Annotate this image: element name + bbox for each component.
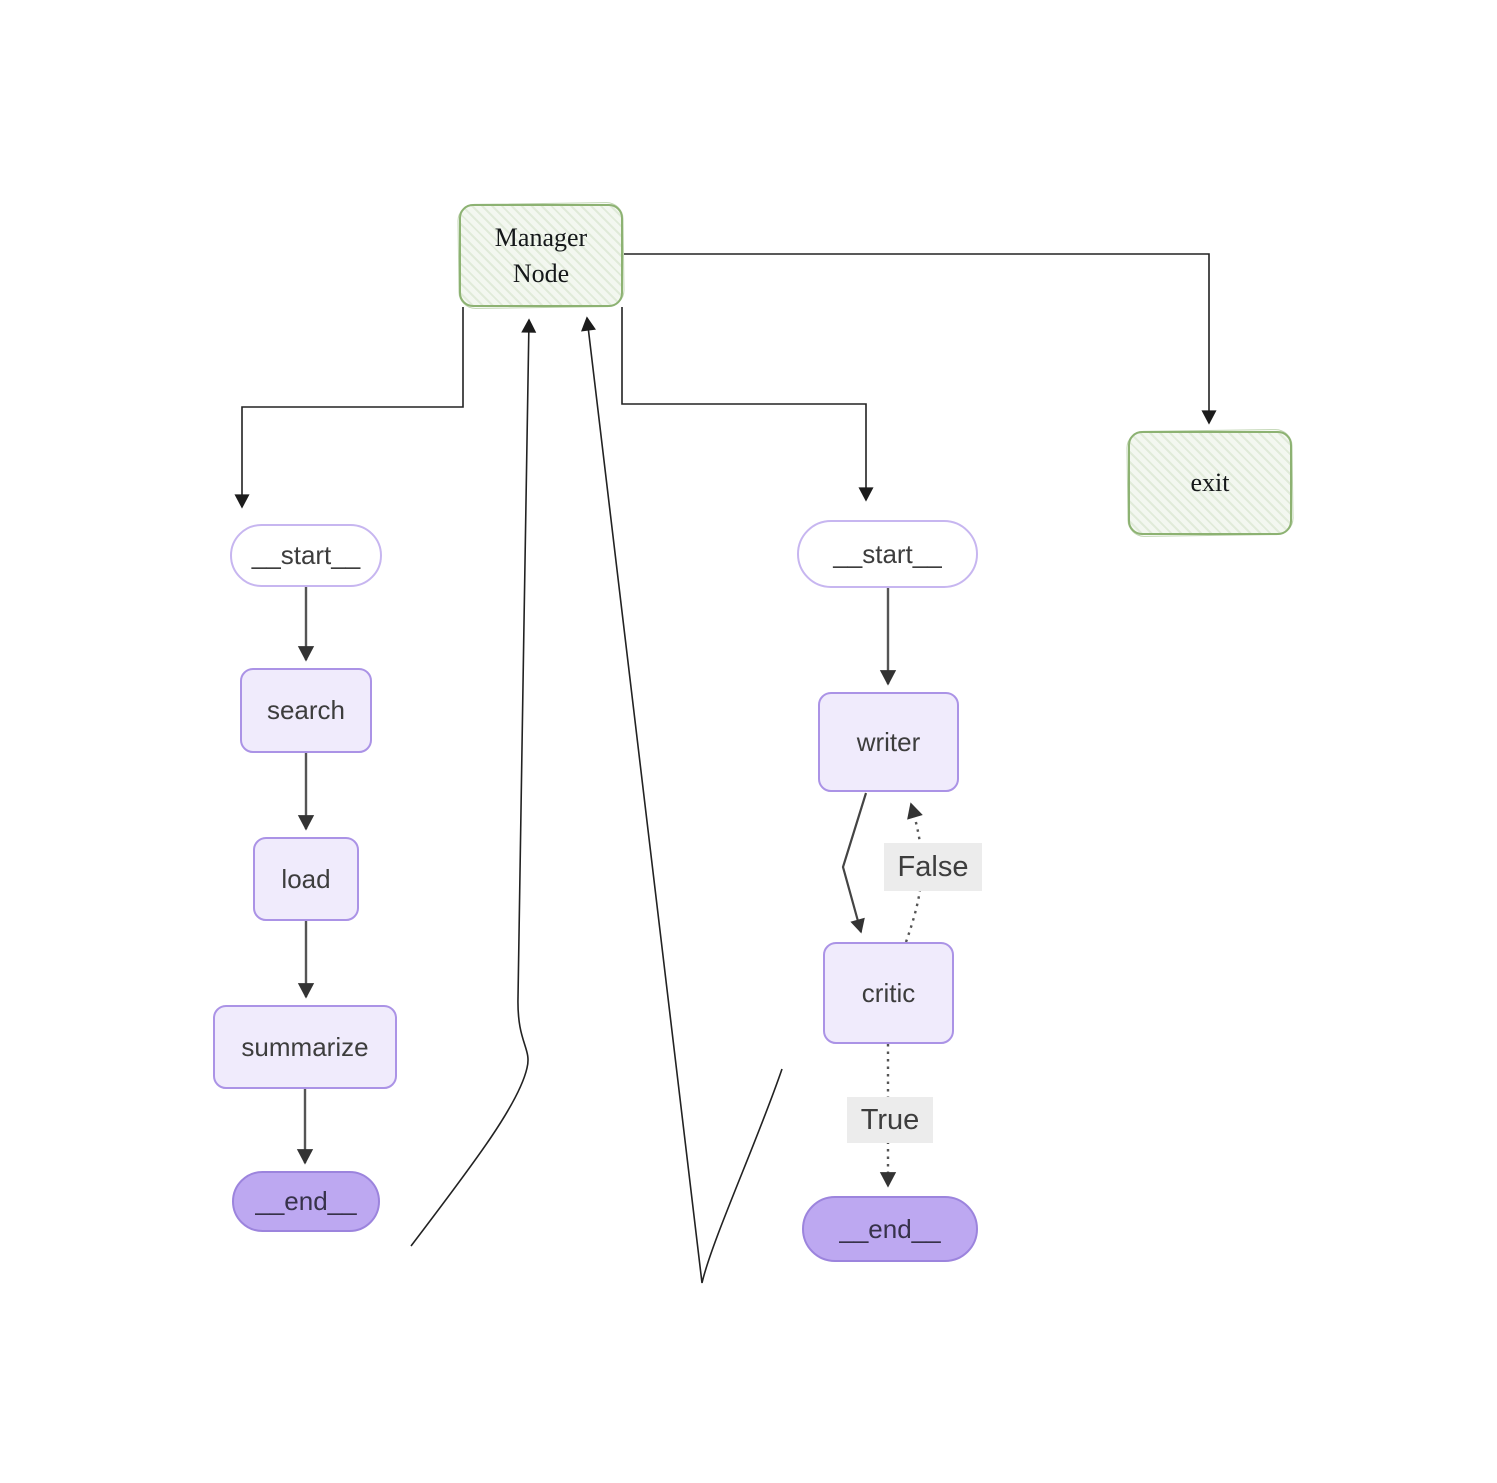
edge-right-subgraph-to-manager — [581, 316, 783, 1284]
right-end-node: __end__ — [802, 1196, 978, 1262]
left-end-node: __end__ — [232, 1171, 380, 1232]
edge-manager-to-left-start — [234, 307, 464, 509]
right-start-node: __start__ — [797, 520, 978, 588]
search-node: search — [240, 668, 372, 753]
exit-node: exit — [1128, 431, 1292, 535]
edge-label-true: True — [847, 1097, 933, 1143]
manager-node: Manager Node — [459, 204, 623, 307]
edge-manager-to-exit — [624, 253, 1217, 425]
critic-node: critic — [823, 942, 954, 1044]
edge-left-subgraph-to-manager — [410, 318, 537, 1247]
edge-writer-to-critic — [841, 792, 868, 934]
writer-node: writer — [818, 692, 959, 792]
left-start-node: __start__ — [230, 524, 382, 587]
load-node: load — [253, 837, 359, 921]
summarize-node: summarize — [213, 1005, 397, 1089]
edge-manager-to-right-start — [621, 307, 874, 502]
edge-label-false: False — [884, 843, 982, 891]
